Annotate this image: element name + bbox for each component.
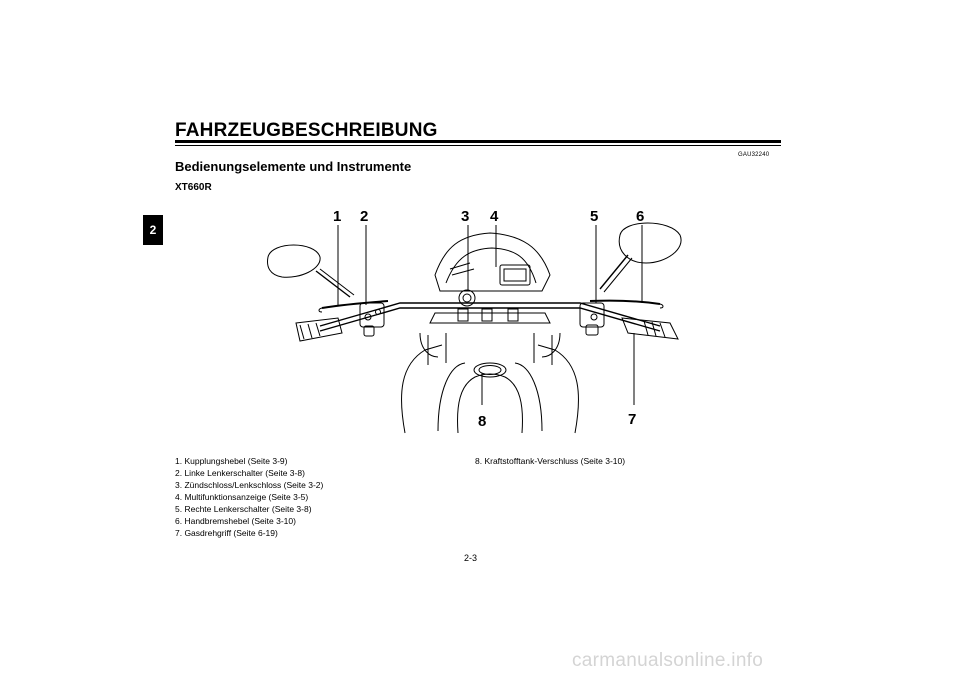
callout-7: 7	[628, 411, 636, 428]
legend-item: 1. Kupplungshebel (Seite 3-9)	[175, 456, 288, 466]
ignition-switch	[458, 289, 476, 307]
watermark: carmanualsonline.info	[572, 650, 764, 671]
document-code: GAU32240	[738, 152, 770, 158]
multifunction-display	[499, 264, 531, 286]
header-rule	[175, 140, 781, 143]
chapter-title: FAHRZEUGBESCHREIBUNG	[175, 120, 438, 141]
callout-5: 5	[590, 208, 598, 225]
callout-3: 3	[461, 208, 469, 225]
header-rule-thin	[175, 145, 781, 146]
callout-6: 6	[636, 208, 644, 225]
model-label: XT660R	[175, 182, 212, 193]
legend-item: 6. Handbremshebel (Seite 3-10)	[175, 516, 296, 526]
fuel-cap	[473, 362, 507, 378]
legend-item: 5. Rechte Lenkerschalter (Seite 3-8)	[175, 504, 312, 514]
legend-item: 2. Linke Lenkerschalter (Seite 3-8)	[175, 468, 305, 478]
callout-2: 2	[360, 208, 368, 225]
legend-item: 4. Multifunktionsanzeige (Seite 3-5)	[175, 492, 309, 502]
callout-8: 8	[478, 413, 486, 430]
brake-lever	[589, 299, 661, 305]
chapter-tab: 2	[143, 215, 163, 245]
handlebar-illustration: 1 2 3 4 5 6 7 8	[260, 205, 700, 435]
page-number: 2-3	[464, 553, 478, 563]
right-switch-housing	[579, 302, 605, 328]
legend-item: 3. Zündschloss/Lenkschloss (Seite 3-2)	[175, 480, 324, 490]
legend-right: 8. Kraftstofftank-Verschluss (Seite 3-10…	[475, 455, 625, 467]
legend-left: 1. Kupplungshebel (Seite 3-9) 2. Linke L…	[175, 455, 323, 539]
left-switch-housing	[359, 302, 385, 328]
legend-item: 8. Kraftstofftank-Verschluss (Seite 3-10…	[475, 456, 626, 466]
section-title: Bedienungselemente und Instrumente	[175, 159, 412, 174]
callout-4: 4	[490, 208, 499, 225]
callout-1: 1	[333, 208, 341, 225]
legend-item: 7. Gasdrehgriff (Seite 6-19)	[175, 528, 278, 538]
clutch-lever	[321, 300, 389, 309]
